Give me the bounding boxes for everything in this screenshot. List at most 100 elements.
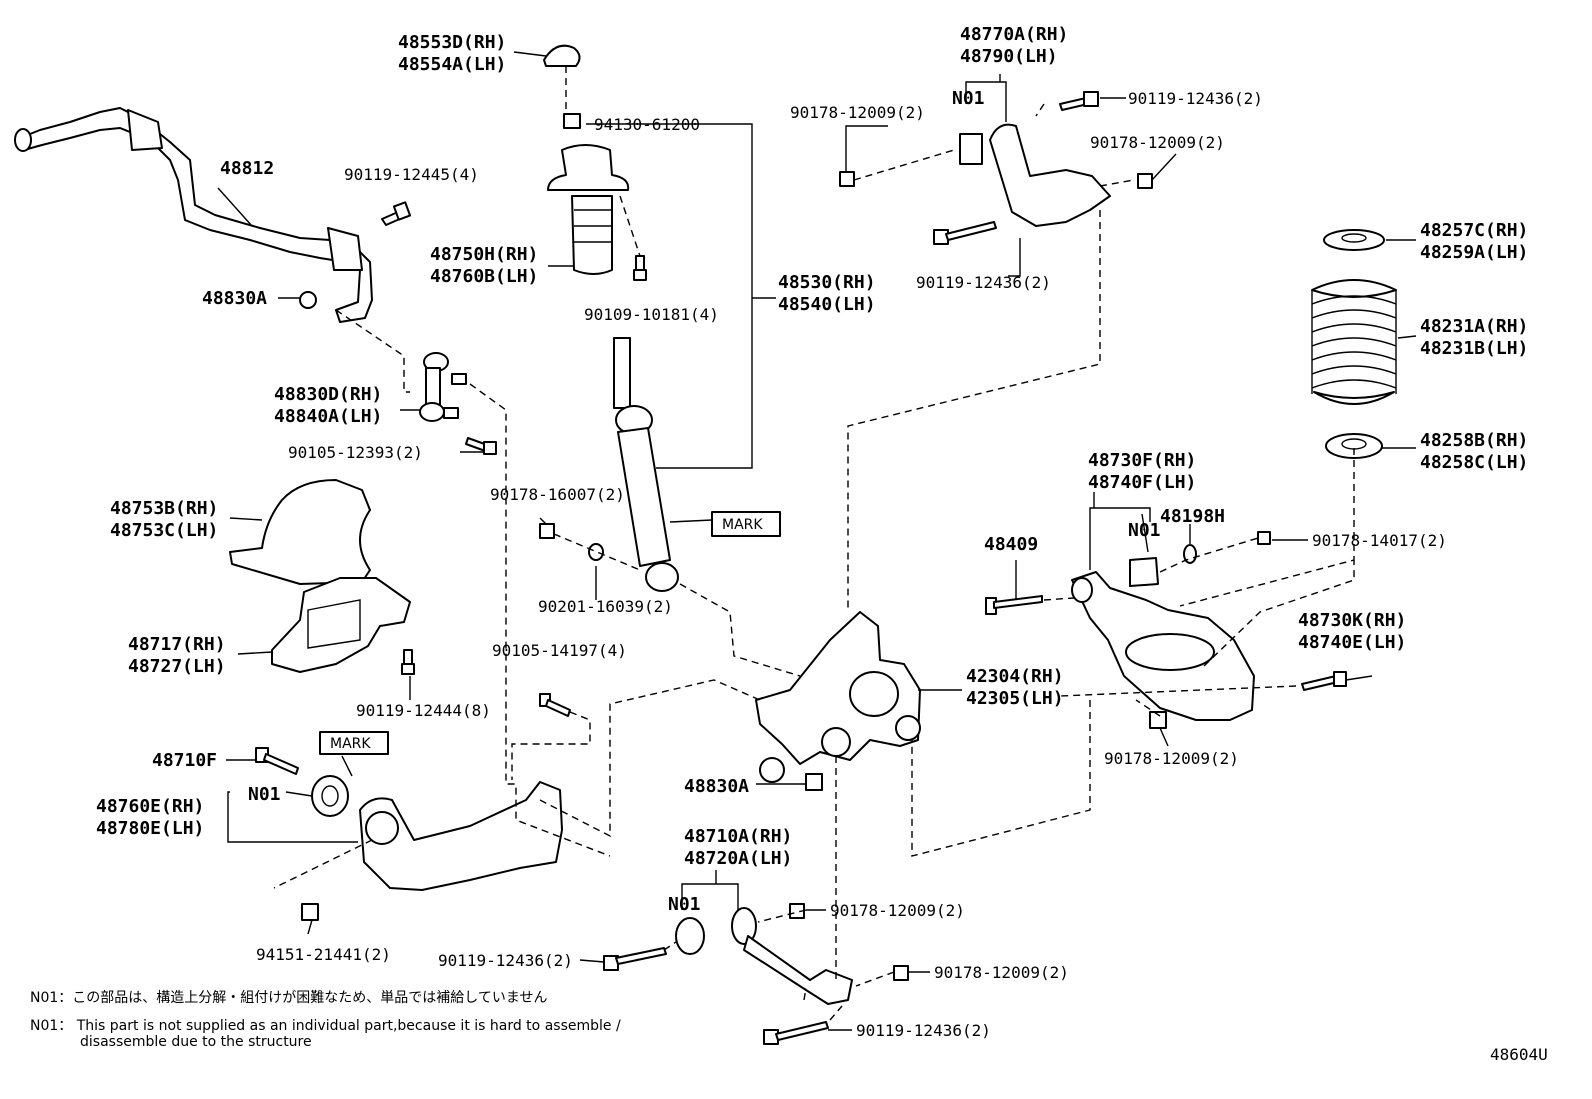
- stabilizer-bar: [14, 107, 373, 323]
- label-dust-boot-rh: 48750H(RH): [430, 244, 538, 265]
- label-trailing-n01: N01: [248, 784, 281, 805]
- lower-arm-bushing: [1129, 557, 1159, 587]
- label-lower-cover-lh: 48753C(LH): [110, 520, 218, 541]
- label-shock-mark: MARK: [722, 517, 763, 533]
- label-shock-nut: 90178-16007(2): [490, 485, 625, 504]
- label-toe-nut: 90178-12009(2): [1104, 749, 1239, 768]
- label-upper-n01: N01: [952, 88, 985, 109]
- bump-stop-cap: [543, 44, 581, 67]
- label-carrier-lh: 42305(LH): [966, 688, 1064, 709]
- label-trailing-bolt: 48710F: [152, 750, 217, 771]
- label-carrier-rh: 42304(RH): [966, 666, 1064, 687]
- callout-labels: 48553D(RH) 48554A(LH) 94130-61200 48812 …: [96, 24, 1528, 1040]
- label-trailing-mark: MARK: [330, 736, 371, 752]
- label-toe-arm-rh: 48730K(RH): [1298, 610, 1406, 631]
- label-rear-n01: N01: [668, 894, 701, 915]
- lower-arm-bolt: [985, 595, 1043, 615]
- lower-arm: [1071, 571, 1255, 721]
- label-link-bolt: 90105-12393(2): [288, 443, 423, 462]
- label-rear-nut-right: 90178-12009(2): [934, 963, 1069, 982]
- bound-stopper: [1183, 544, 1197, 564]
- upper-nut: [563, 113, 581, 129]
- label-upper-bolt-top: 90119-12436(2): [1128, 89, 1263, 108]
- label-rear-arm-rh: 48710A(RH): [684, 826, 792, 847]
- label-toe-arm-lh: 48740E(LH): [1298, 632, 1406, 653]
- trailing-arm: [359, 781, 563, 891]
- carrier: [755, 611, 921, 783]
- toe-nut: [1149, 711, 1167, 729]
- label-upper-arm-rh: 48770A(RH): [960, 24, 1068, 45]
- label-spring-seat-lower-rh: 48258B(RH): [1420, 430, 1528, 451]
- member-bracket: [271, 577, 411, 673]
- dashed-assembly-lines: [273, 66, 1355, 1021]
- upper-bolt-top: [1059, 91, 1099, 111]
- label-rear-bolt-left: 90119-12436(2): [438, 951, 573, 970]
- lower-cover: [229, 479, 371, 585]
- label-upper-nut-right: 90178-12009(2): [1090, 133, 1225, 152]
- label-rear-bolt-bottom: 90119-12436(2): [856, 1021, 991, 1040]
- label-stab-link-rh: 48830D(RH): [274, 384, 382, 405]
- shock-nut: [539, 523, 555, 539]
- label-bracket-bolt: 90119-12444(8): [356, 701, 491, 720]
- note-japanese: N01：この部品は、構造上分解・組付けが困難なため、単品では補給していません: [30, 990, 547, 1006]
- label-lower-arm-rh: 48730F(RH): [1088, 450, 1196, 471]
- trailing-arm-bushing: [311, 775, 349, 817]
- spring-seat-lower: [1325, 433, 1383, 459]
- diagram-id: 48604U: [1490, 1045, 1548, 1064]
- upper-arm: [959, 123, 1111, 227]
- rear-bolt-left: [603, 947, 667, 971]
- dust-boot: [547, 144, 630, 275]
- lower-nut-top: [1257, 531, 1271, 545]
- shock-absorber: [613, 337, 679, 592]
- upper-nut-right: [1137, 173, 1153, 189]
- arm-bolt: [539, 693, 571, 717]
- label-upper-arm-lh: 48790(LH): [960, 46, 1058, 67]
- upper-nut-left: [839, 171, 855, 187]
- label-arm-bolt: 90105-14197(4): [492, 641, 627, 660]
- label-stabilizer-bar: 48812: [220, 158, 274, 179]
- label-shock-washer: 90201-16039(2): [538, 597, 673, 616]
- leader-lines: [217, 51, 1417, 1031]
- label-coil-spring-rh: 48231A(RH): [1420, 316, 1528, 337]
- label-bump-stop-cap-rh: 48553D(RH): [398, 32, 506, 53]
- label-mount-bolt: 90109-10181(4): [584, 305, 719, 324]
- label-lower-bolt: 48409: [984, 534, 1038, 555]
- trailing-arm-bolt: [255, 747, 299, 775]
- label-trailing-arm-lh: 48780E(LH): [96, 818, 204, 839]
- label-rear-nut-top: 90178-12009(2): [830, 901, 965, 920]
- rear-arm: [675, 907, 853, 1005]
- label-lower-arm-lh: 48740F(LH): [1088, 472, 1196, 493]
- label-trailing-nut: 94151-21441(2): [256, 945, 391, 964]
- label-dust-boot-lh: 48760B(LH): [430, 266, 538, 287]
- link-bolt: [465, 437, 497, 455]
- note-english-line2: disassemble due to the structure: [80, 1034, 312, 1050]
- label-bump-stop-cap-lh: 48554A(LH): [398, 54, 506, 75]
- label-trailing-arm-rh: 48760E(RH): [96, 796, 204, 817]
- carrier-bushing: [805, 773, 823, 791]
- label-spring-seat-upper-lh: 48259A(LH): [1420, 242, 1528, 263]
- label-lower-n01: N01: [1128, 520, 1161, 541]
- mount-bolt: [633, 255, 647, 281]
- upper-bolt-bottom: [933, 221, 997, 245]
- rear-bolt-bottom: [763, 1021, 829, 1045]
- toe-arm-bolt: [1301, 671, 1347, 691]
- label-carrier-bushing: 48830A: [684, 776, 749, 797]
- stabilizer-link: [419, 352, 467, 422]
- label-shock-rh: 48530(RH): [778, 272, 876, 293]
- trailing-mark-box: MARK: [319, 731, 389, 755]
- label-upper-bolt-bottom: 90119-12436(2): [916, 273, 1051, 292]
- label-member-bracket-lh: 48727(LH): [128, 656, 226, 677]
- stabilizer-bushing: [299, 291, 317, 309]
- label-bound-stopper: 48198H: [1160, 506, 1225, 527]
- label-lower-cover-rh: 48753B(RH): [110, 498, 218, 519]
- label-shock-lh: 48540(LH): [778, 294, 876, 315]
- spring-seat-upper: [1323, 229, 1385, 251]
- label-stab-link-lh: 48840A(LH): [274, 406, 382, 427]
- bracket-bolt: [401, 649, 415, 675]
- label-spring-seat-upper-rh: 48257C(RH): [1420, 220, 1528, 241]
- shock-washer: [588, 543, 604, 561]
- coil-spring: [1311, 279, 1397, 405]
- footnotes: N01：この部品は、構造上分解・組付けが困難なため、単品では補給していません N…: [30, 990, 621, 1050]
- label-coil-spring-lh: 48231B(LH): [1420, 338, 1528, 359]
- label-rear-arm-lh: 48720A(LH): [684, 848, 792, 869]
